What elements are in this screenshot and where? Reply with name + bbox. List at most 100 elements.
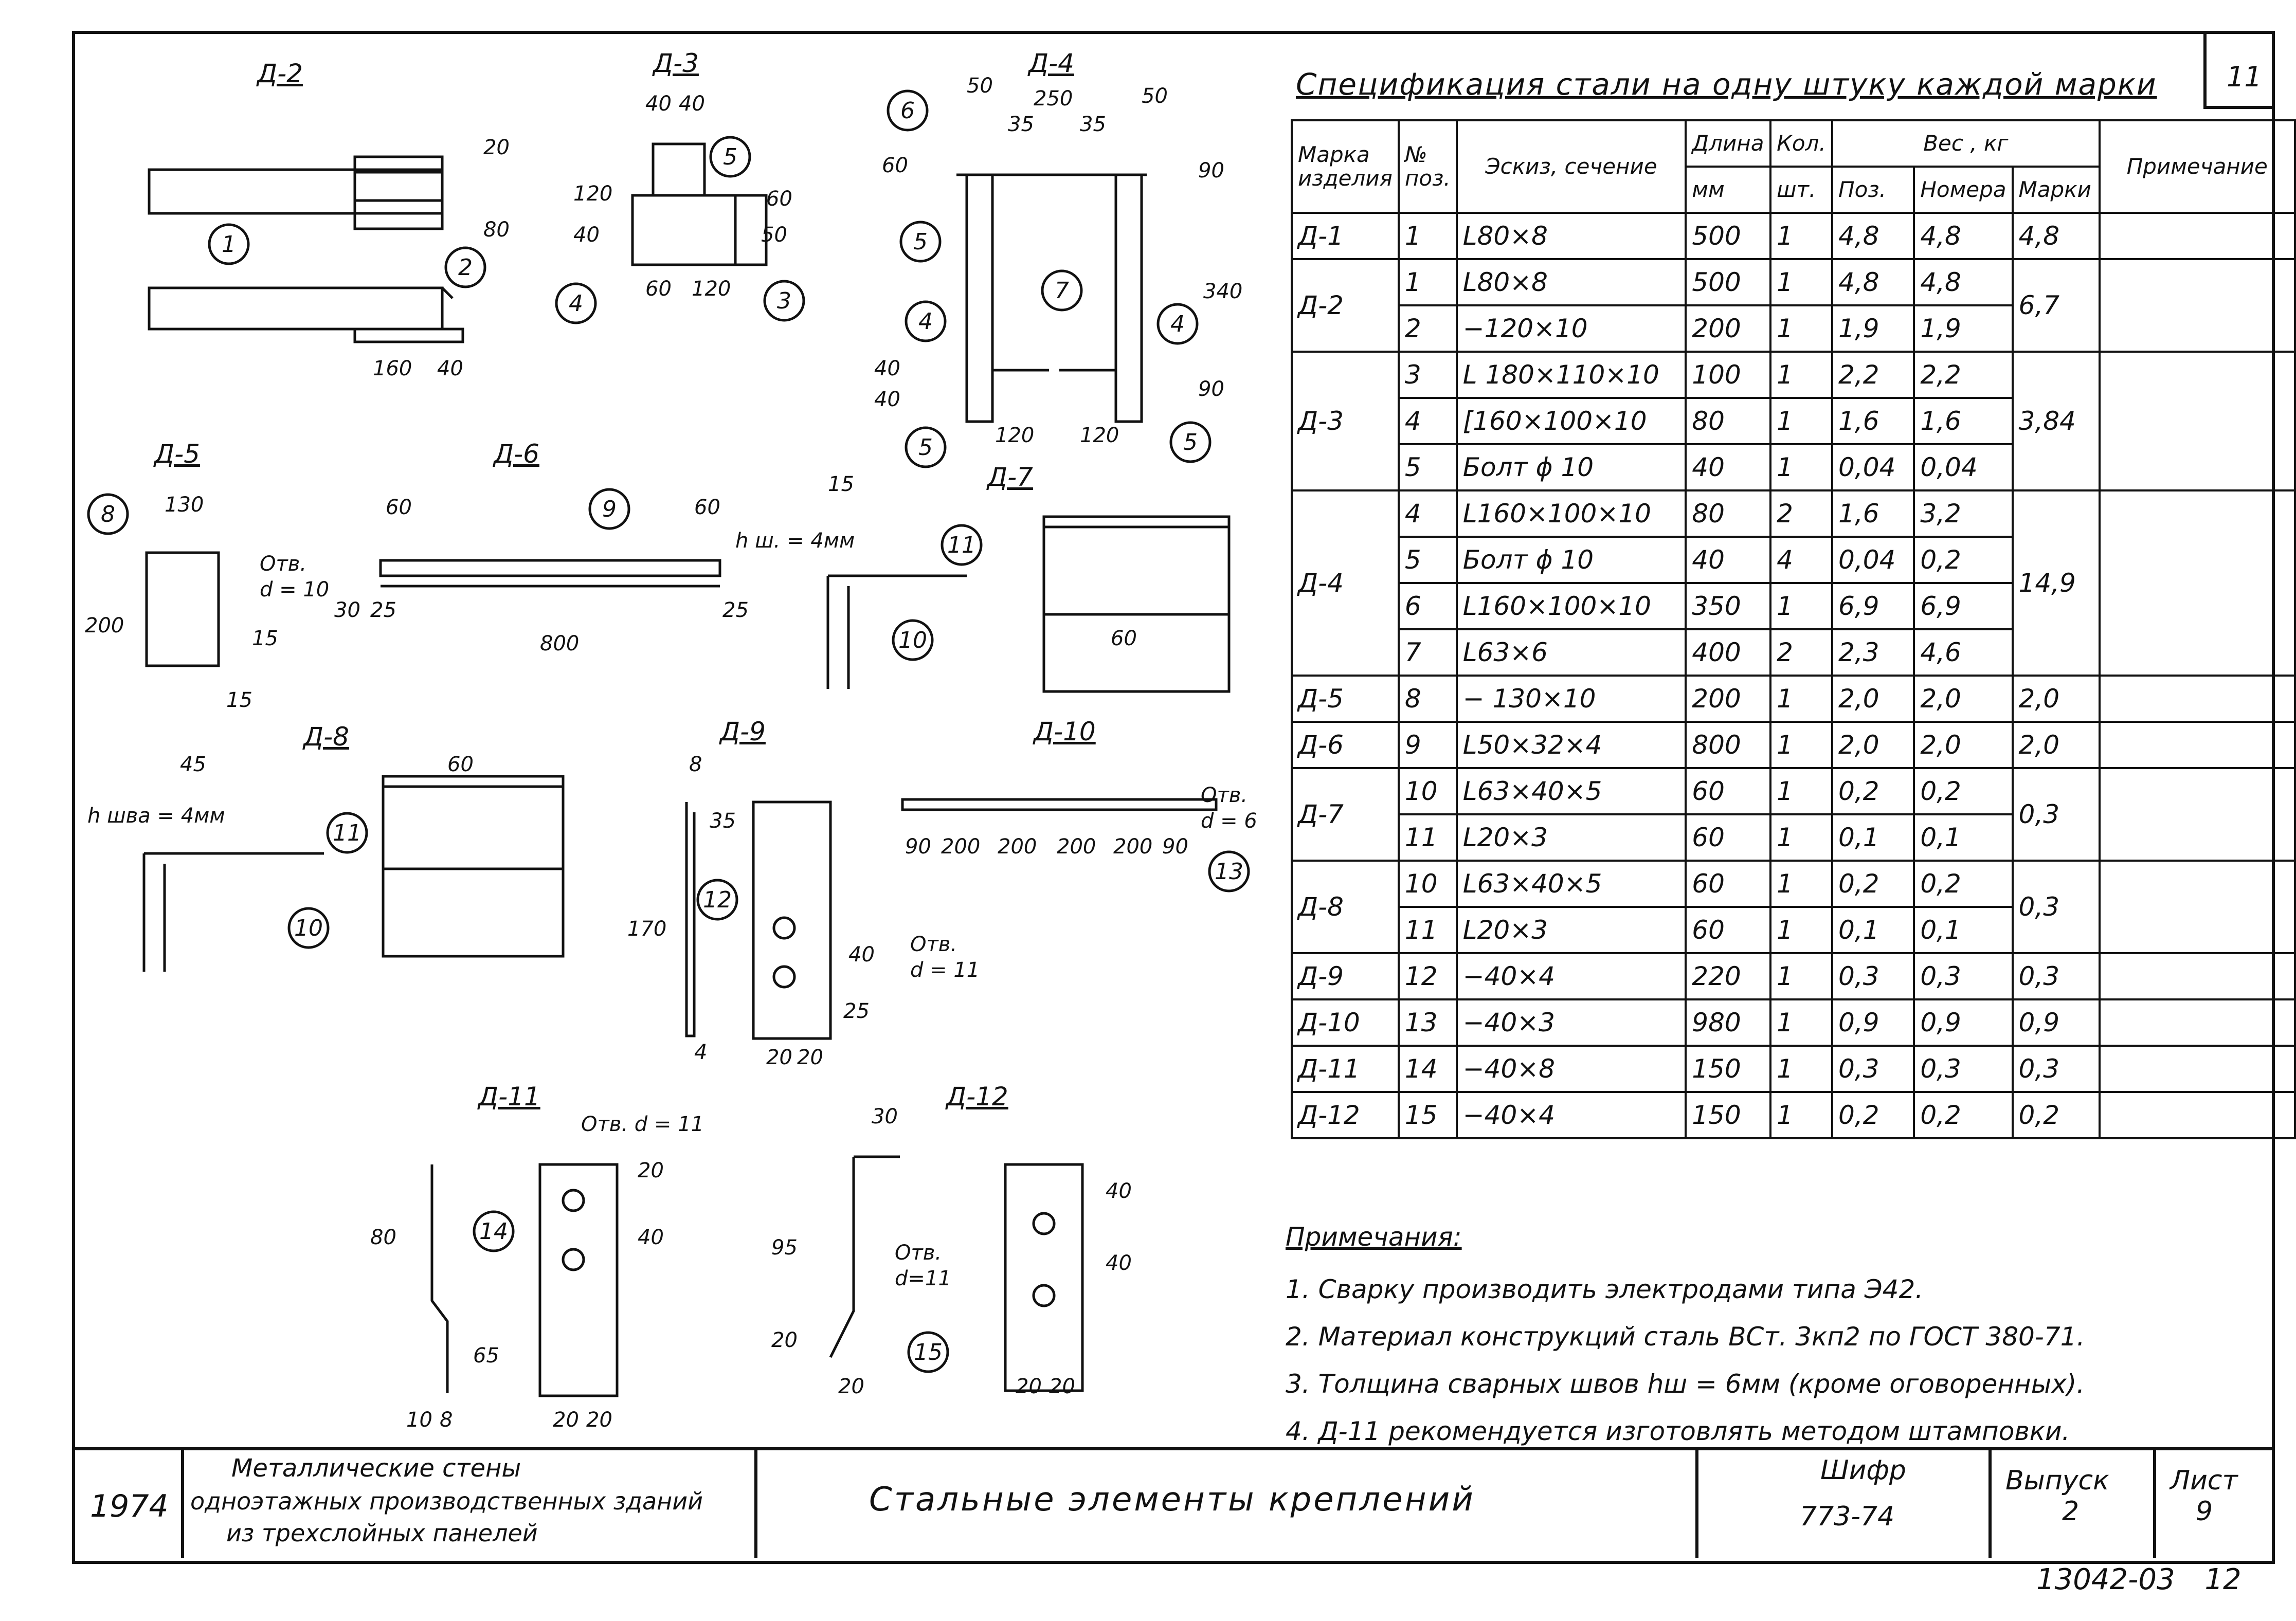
dim: 40 xyxy=(645,92,672,116)
spec-qty: 2 xyxy=(1769,628,1834,677)
spec-mark: Д-5 xyxy=(1291,675,1400,723)
header-note: Примечание xyxy=(2098,119,2296,214)
spec-length: 350 xyxy=(1685,582,1772,630)
header-weight-mark: Марки xyxy=(2011,166,2101,214)
archive-page: 12 xyxy=(2204,1563,2241,1596)
code-label: Шифр xyxy=(1820,1455,1906,1486)
corner-number: 11 xyxy=(2227,61,2262,93)
spec-weight-pos: 2,0 xyxy=(1831,721,1915,769)
spec-pos: 15 xyxy=(1397,1091,1458,1139)
spec-note xyxy=(2098,952,2296,1000)
spec-qty: 1 xyxy=(1769,1045,1834,1093)
spec-mark: Д-6 xyxy=(1291,721,1400,769)
dim: Отв. xyxy=(1201,784,1248,807)
spec-length: 220 xyxy=(1685,952,1772,1000)
sheet-value: 9 xyxy=(2196,1496,2213,1527)
dim: 10 xyxy=(406,1408,432,1432)
dim: 60 xyxy=(1111,627,1137,650)
spec-qty: 1 xyxy=(1769,721,1834,769)
year: 1974 xyxy=(90,1488,169,1524)
notes-heading: Примечания: xyxy=(1286,1222,1462,1252)
spec-weight-mark: 0,2 xyxy=(2011,1091,2101,1139)
dim: 60 xyxy=(447,753,474,776)
project-line2: одноэтажных производственных зданий xyxy=(190,1487,703,1515)
spec-weight-num: 0,2 xyxy=(1913,536,2014,584)
dim: 50 xyxy=(761,223,787,247)
dim: 20 xyxy=(586,1408,612,1432)
spec-weight-mark: 0,3 xyxy=(2011,860,2101,954)
callout-6: 6 xyxy=(900,98,915,124)
spec-qty: 1 xyxy=(1769,906,1834,954)
spec-note xyxy=(2098,767,2296,862)
spec-pos: 5 xyxy=(1397,536,1458,584)
spec-qty: 1 xyxy=(1769,813,1834,862)
spec-weight-pos: 0,04 xyxy=(1831,443,1915,491)
spec-note xyxy=(2098,675,2296,723)
spec-weight-mark: 14,9 xyxy=(2011,489,2101,677)
spec-weight-pos: 0,1 xyxy=(1831,906,1915,954)
dim: 20 xyxy=(771,1328,798,1352)
dim: h ш. = 4мм xyxy=(735,529,855,553)
spec-section: L63×40×5 xyxy=(1455,767,1687,815)
label-d7: Д-7 xyxy=(986,462,1033,492)
spec-pos: 10 xyxy=(1397,860,1458,908)
spec-note xyxy=(2098,212,2296,260)
header-length-unit: мм xyxy=(1685,166,1772,214)
spec-title: Спецификация стали на одну штуку каждой … xyxy=(1296,67,2157,102)
callout-11: 11 xyxy=(947,532,976,558)
dim: 170 xyxy=(627,917,666,941)
spec-section: L160×100×10 xyxy=(1455,582,1687,630)
dim: d = 11 xyxy=(910,958,980,982)
spec-mark: Д-9 xyxy=(1291,952,1400,1000)
header-qty-unit: шт. xyxy=(1769,166,1834,214)
dim: 200 xyxy=(1057,835,1096,859)
callout-9: 9 xyxy=(602,496,617,522)
spec-mark: Д-11 xyxy=(1291,1045,1400,1093)
header-mark: Марка изделия xyxy=(1291,119,1400,214)
spec-pos: 13 xyxy=(1397,998,1458,1047)
spec-weight-num: 4,8 xyxy=(1913,212,2014,260)
dim: 50 xyxy=(967,74,993,98)
spec-mark: Д-7 xyxy=(1291,767,1400,862)
dim: Отв. d = 11 xyxy=(581,1113,704,1136)
dim: 8 xyxy=(689,753,702,776)
dim: 15 xyxy=(828,472,854,496)
dim: d = 10 xyxy=(260,578,329,602)
spec-section: −120×10 xyxy=(1455,304,1687,353)
dim: 60 xyxy=(386,496,412,519)
spec-pos: 7 xyxy=(1397,628,1458,677)
spec-weight-pos: 0,9 xyxy=(1831,998,1915,1047)
spec-pos: 10 xyxy=(1397,767,1458,815)
callout-3: 3 xyxy=(777,288,791,314)
dim: d = 6 xyxy=(1201,809,1257,833)
spec-note xyxy=(2098,998,2296,1047)
spec-qty: 1 xyxy=(1769,397,1834,445)
header-pos: № поз. xyxy=(1397,119,1458,214)
archive-code: 13042-03 xyxy=(2036,1563,2175,1596)
spec-length: 100 xyxy=(1685,351,1772,399)
spec-weight-mark: 2,0 xyxy=(2011,721,2101,769)
spec-pos: 6 xyxy=(1397,582,1458,630)
spec-note xyxy=(2098,258,2296,353)
spec-pos: 3 xyxy=(1397,351,1458,399)
spec-section: −40×4 xyxy=(1455,952,1687,1000)
spec-note xyxy=(2098,860,2296,954)
dim: 90 xyxy=(1198,159,1224,183)
spec-weight-pos: 1,9 xyxy=(1831,304,1915,353)
spec-weight-pos: 1,6 xyxy=(1831,397,1915,445)
spec-weight-pos: 6,9 xyxy=(1831,582,1915,630)
dim: 90 xyxy=(1162,835,1188,859)
spec-qty: 1 xyxy=(1769,258,1834,306)
spec-length: 980 xyxy=(1685,998,1772,1047)
header-sketch: Эскиз, сечение xyxy=(1455,119,1687,214)
spec-weight-mark: 3,84 xyxy=(2011,351,2101,491)
spec-weight-num: 0,1 xyxy=(1913,906,2014,954)
spec-qty: 1 xyxy=(1769,952,1834,1000)
spec-weight-pos: 0,3 xyxy=(1831,952,1915,1000)
callout-4b: 4 xyxy=(918,308,933,335)
